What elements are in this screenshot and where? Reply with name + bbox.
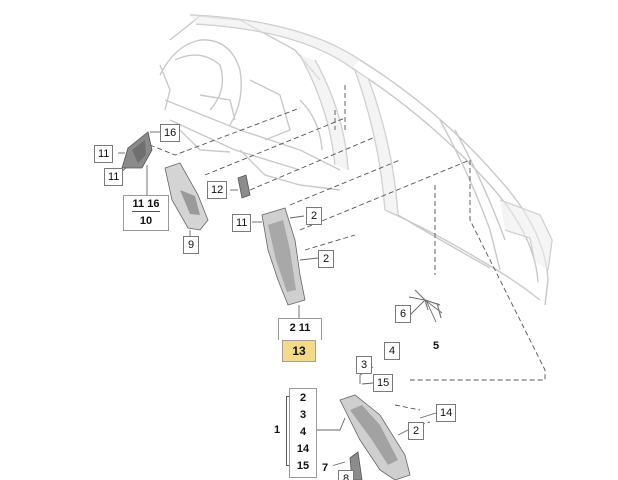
group-10-rule: [132, 211, 160, 212]
callout-4[interactable]: 4: [384, 342, 400, 360]
callout-2-c[interactable]: 2: [408, 422, 424, 440]
callout-12[interactable]: 12: [207, 181, 228, 199]
callout-7[interactable]: 7: [317, 460, 333, 478]
callout-15[interactable]: 15: [373, 374, 394, 392]
group-1-item: 3: [299, 409, 307, 421]
callout-5[interactable]: 5: [428, 338, 444, 356]
part-trim-1: [339, 394, 411, 480]
part-bracket-10: [121, 131, 153, 169]
callout-6[interactable]: 6: [395, 305, 411, 323]
group-1-bracket: [286, 396, 289, 466]
callout-11-b[interactable]: 11: [104, 168, 124, 186]
group-10[interactable]: 11 16 10: [123, 195, 169, 231]
callout-9[interactable]: 9: [183, 236, 199, 254]
part-bracket-5: [414, 289, 442, 319]
callout-2-a[interactable]: 2: [306, 207, 322, 225]
group-13-item-row: 2 11: [279, 322, 321, 334]
group-13-item: 11: [298, 322, 311, 334]
part-clip-12: [237, 174, 251, 199]
callout-11-c[interactable]: 11: [232, 214, 252, 232]
group-1-item: 4: [299, 426, 307, 438]
group-1-parent[interactable]: 1: [274, 424, 281, 436]
group-13-items: 2 11: [278, 318, 322, 340]
group-1-item: 2: [299, 392, 307, 404]
callout-3[interactable]: 3: [356, 356, 372, 374]
group-10-item: 16: [147, 198, 160, 210]
group-1-item: 15: [296, 460, 310, 472]
callout-8[interactable]: 8: [338, 470, 354, 480]
part-trim-13: [261, 207, 306, 306]
group-10-items: 11 16: [124, 198, 168, 210]
group-10-item: 11: [132, 198, 145, 210]
callout-16[interactable]: 16: [160, 124, 181, 142]
group-13-item: 2: [289, 322, 296, 334]
part-trim-9: [164, 162, 209, 231]
car-body-fill: [190, 15, 552, 270]
callout-13-highlighted[interactable]: 13: [282, 340, 316, 362]
group-10-parent: 10: [139, 215, 153, 227]
group-1-item: 14: [296, 443, 310, 455]
group-1[interactable]: 2 3 4 14 15: [289, 388, 317, 478]
callout-2-b[interactable]: 2: [318, 250, 334, 268]
callout-11-a[interactable]: 11: [94, 145, 114, 163]
dashed-leaders: [149, 85, 546, 426]
callout-14[interactable]: 14: [436, 404, 457, 422]
